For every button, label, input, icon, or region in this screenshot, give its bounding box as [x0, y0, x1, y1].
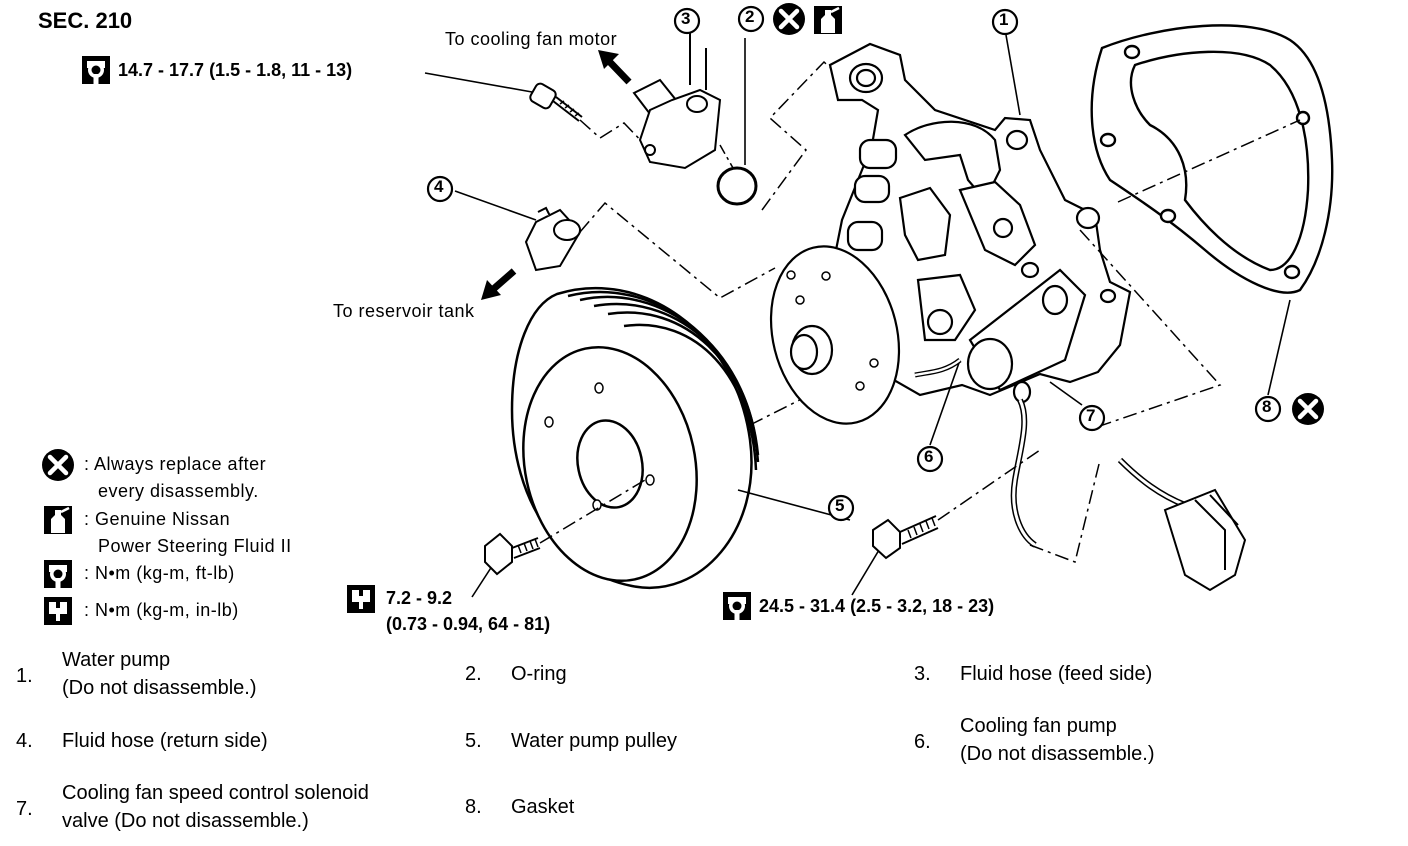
return-hose	[524, 206, 582, 272]
torque-right-bolt: 24.5 - 31.4 (2.5 - 3.2, 18 - 23)	[759, 596, 995, 616]
marker-7	[1078, 404, 1106, 432]
torque-wrench-icon	[44, 597, 72, 625]
circle-x-icon	[1292, 393, 1324, 425]
marker-6-label: 6	[924, 447, 934, 466]
circle-x-icon	[773, 3, 805, 35]
torque-wrench-icon	[82, 56, 110, 84]
marker-8-label: 8	[1262, 397, 1272, 416]
connector	[1117, 457, 1247, 592]
to-reservoir-tank-label: To reservoir tank	[333, 301, 475, 321]
marker-5	[827, 494, 855, 522]
marker-3	[673, 7, 701, 35]
legend-replace-line2: every disassembly.	[98, 481, 259, 501]
torque-wrench-icon	[347, 585, 375, 613]
torque-pulley-bolt-sub: (0.73 - 0.94, 64 - 81)	[386, 614, 551, 634]
right-bolt	[872, 515, 939, 560]
marker-2-label: 2	[745, 7, 755, 26]
marker-4	[426, 175, 454, 203]
torque-pulley-bolt: 7.2 - 9.2	[386, 588, 453, 608]
to-cooling-fan-motor-label: To cooling fan motor	[445, 29, 618, 49]
legend-fluid-line2: Power Steering Fluid II	[98, 536, 292, 556]
legend-replace-line1: : Always replace after	[84, 454, 267, 474]
marker-1-label: 1	[999, 10, 1009, 29]
torque-wrench-icon	[44, 560, 72, 588]
legend-nm-ftlb: : N•m (kg-m, ft-lb)	[84, 563, 235, 583]
marker-3-label: 3	[681, 9, 691, 28]
o-ring	[716, 166, 758, 206]
gasket	[1090, 24, 1334, 294]
solenoid-valve	[966, 268, 1087, 404]
legend-nm-inlb: : N•m (kg-m, in-lb)	[84, 600, 239, 620]
section-number: SEC. 210	[38, 8, 133, 33]
legend-fluid-line1: : Genuine Nissan	[84, 509, 231, 529]
water-pump-pulley	[510, 286, 760, 589]
fluid-bottle-icon	[812, 4, 844, 36]
feed-hose	[632, 20, 722, 170]
marker-5-label: 5	[835, 496, 845, 515]
marker-1	[991, 8, 1019, 36]
top-bolt	[529, 82, 583, 122]
torque-top-bolt: 14.7 - 17.7 (1.5 - 1.8, 11 - 13)	[118, 60, 353, 80]
pump-flange	[769, 245, 901, 425]
circle-x-icon	[42, 449, 74, 481]
marker-7-label: 7	[1086, 406, 1096, 425]
pulley-bolt	[484, 532, 541, 576]
marker-4-label: 4	[434, 177, 444, 196]
torque-wrench-icon	[723, 592, 751, 620]
marker-8	[1254, 395, 1282, 423]
marker-2	[737, 5, 765, 33]
fluid-bottle-icon	[42, 504, 74, 536]
marker-6	[916, 445, 944, 473]
